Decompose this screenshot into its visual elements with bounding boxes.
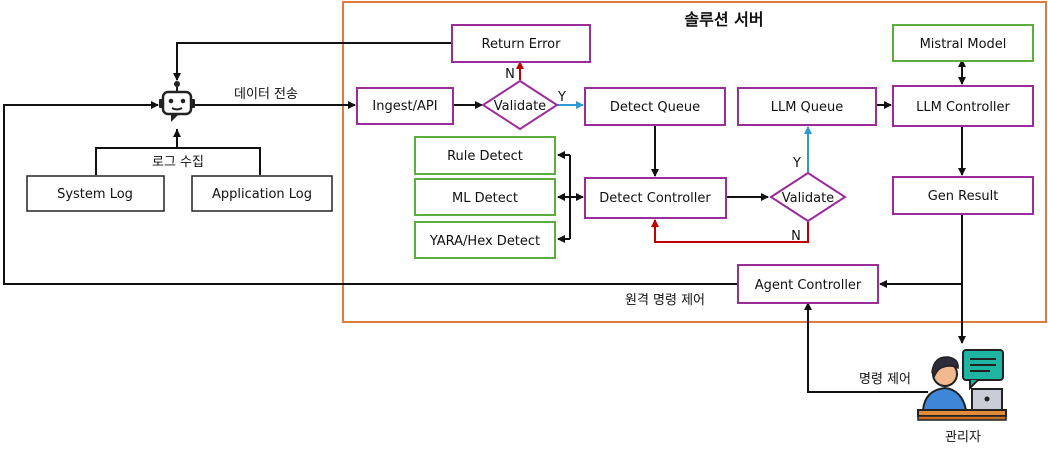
svg-text:Detect Controller: Detect Controller [599, 191, 711, 206]
node-gen-result: Gen Result [892, 176, 1034, 215]
label-remote-command: 원격 명령 제어 [625, 293, 705, 308]
admin-at-laptop-icon [917, 349, 1007, 421]
node-mistral-model: Mistral Model [892, 24, 1034, 62]
node-detect-queue: Detect Queue [584, 87, 726, 126]
label-validate2-no: N [791, 229, 801, 244]
svg-text:LLM Queue: LLM Queue [771, 100, 844, 115]
svg-text:Detect Queue: Detect Queue [610, 100, 700, 115]
label-validate1-no: N [505, 67, 515, 82]
node-ml-detect: ML Detect [414, 178, 556, 216]
solution-server-container [342, 1, 1047, 323]
label-data-transfer: 데이터 전송 [234, 87, 298, 102]
node-ingest-api: Ingest/API [356, 87, 454, 125]
node-validate-1: Validate [481, 79, 559, 131]
svg-text:Validate: Validate [782, 191, 834, 206]
svg-text:Agent Controller: Agent Controller [755, 278, 862, 293]
svg-text:Gen Result: Gen Result [928, 189, 999, 204]
node-rule-detect: Rule Detect [414, 136, 556, 175]
label-command-control: 명령 제어 [859, 372, 911, 387]
node-application-log: Application Log [191, 175, 333, 212]
server-title: 솔루션 서버 [684, 10, 763, 29]
label-validate2-yes: Y [792, 156, 801, 171]
arrow-agent-controller-to-agent [3, 101, 738, 285]
node-llm-queue: LLM Queue [737, 87, 877, 126]
robot-agent-icon [159, 81, 195, 122]
node-yara-hex-detect: YARA/Hex Detect [414, 221, 556, 259]
svg-text:YARA/Hex Detect: YARA/Hex Detect [429, 234, 540, 249]
label-validate1-yes: Y [557, 90, 566, 105]
svg-text:Return Error: Return Error [482, 37, 562, 52]
node-detect-controller: Detect Controller [584, 177, 727, 219]
node-validate-2: Validate [769, 171, 847, 223]
label-log-collection: 로그 수집 [152, 155, 204, 170]
svg-text:Ingest/API: Ingest/API [372, 99, 437, 114]
node-return-error: Return Error [451, 24, 591, 63]
svg-text:Validate: Validate [494, 99, 546, 114]
arrow-admin-to-agent-controller [804, 302, 928, 393]
connectors [3, 42, 966, 393]
node-agent-controller: Agent Controller [737, 264, 879, 304]
label-admin: 관리자 [945, 430, 981, 445]
node-system-log: System Log [26, 175, 165, 212]
arrow-validate2-to-controller [651, 219, 809, 243]
svg-text:Mistral Model: Mistral Model [920, 37, 1007, 52]
svg-text:System Log: System Log [57, 187, 133, 202]
svg-text:Rule Detect: Rule Detect [447, 149, 523, 164]
svg-text:ML Detect: ML Detect [452, 191, 518, 206]
arrow-return-error-to-agent [173, 42, 452, 81]
svg-text:LLM Controller: LLM Controller [916, 100, 1010, 115]
node-llm-controller: LLM Controller [892, 85, 1034, 127]
svg-text:Application Log: Application Log [212, 187, 312, 202]
